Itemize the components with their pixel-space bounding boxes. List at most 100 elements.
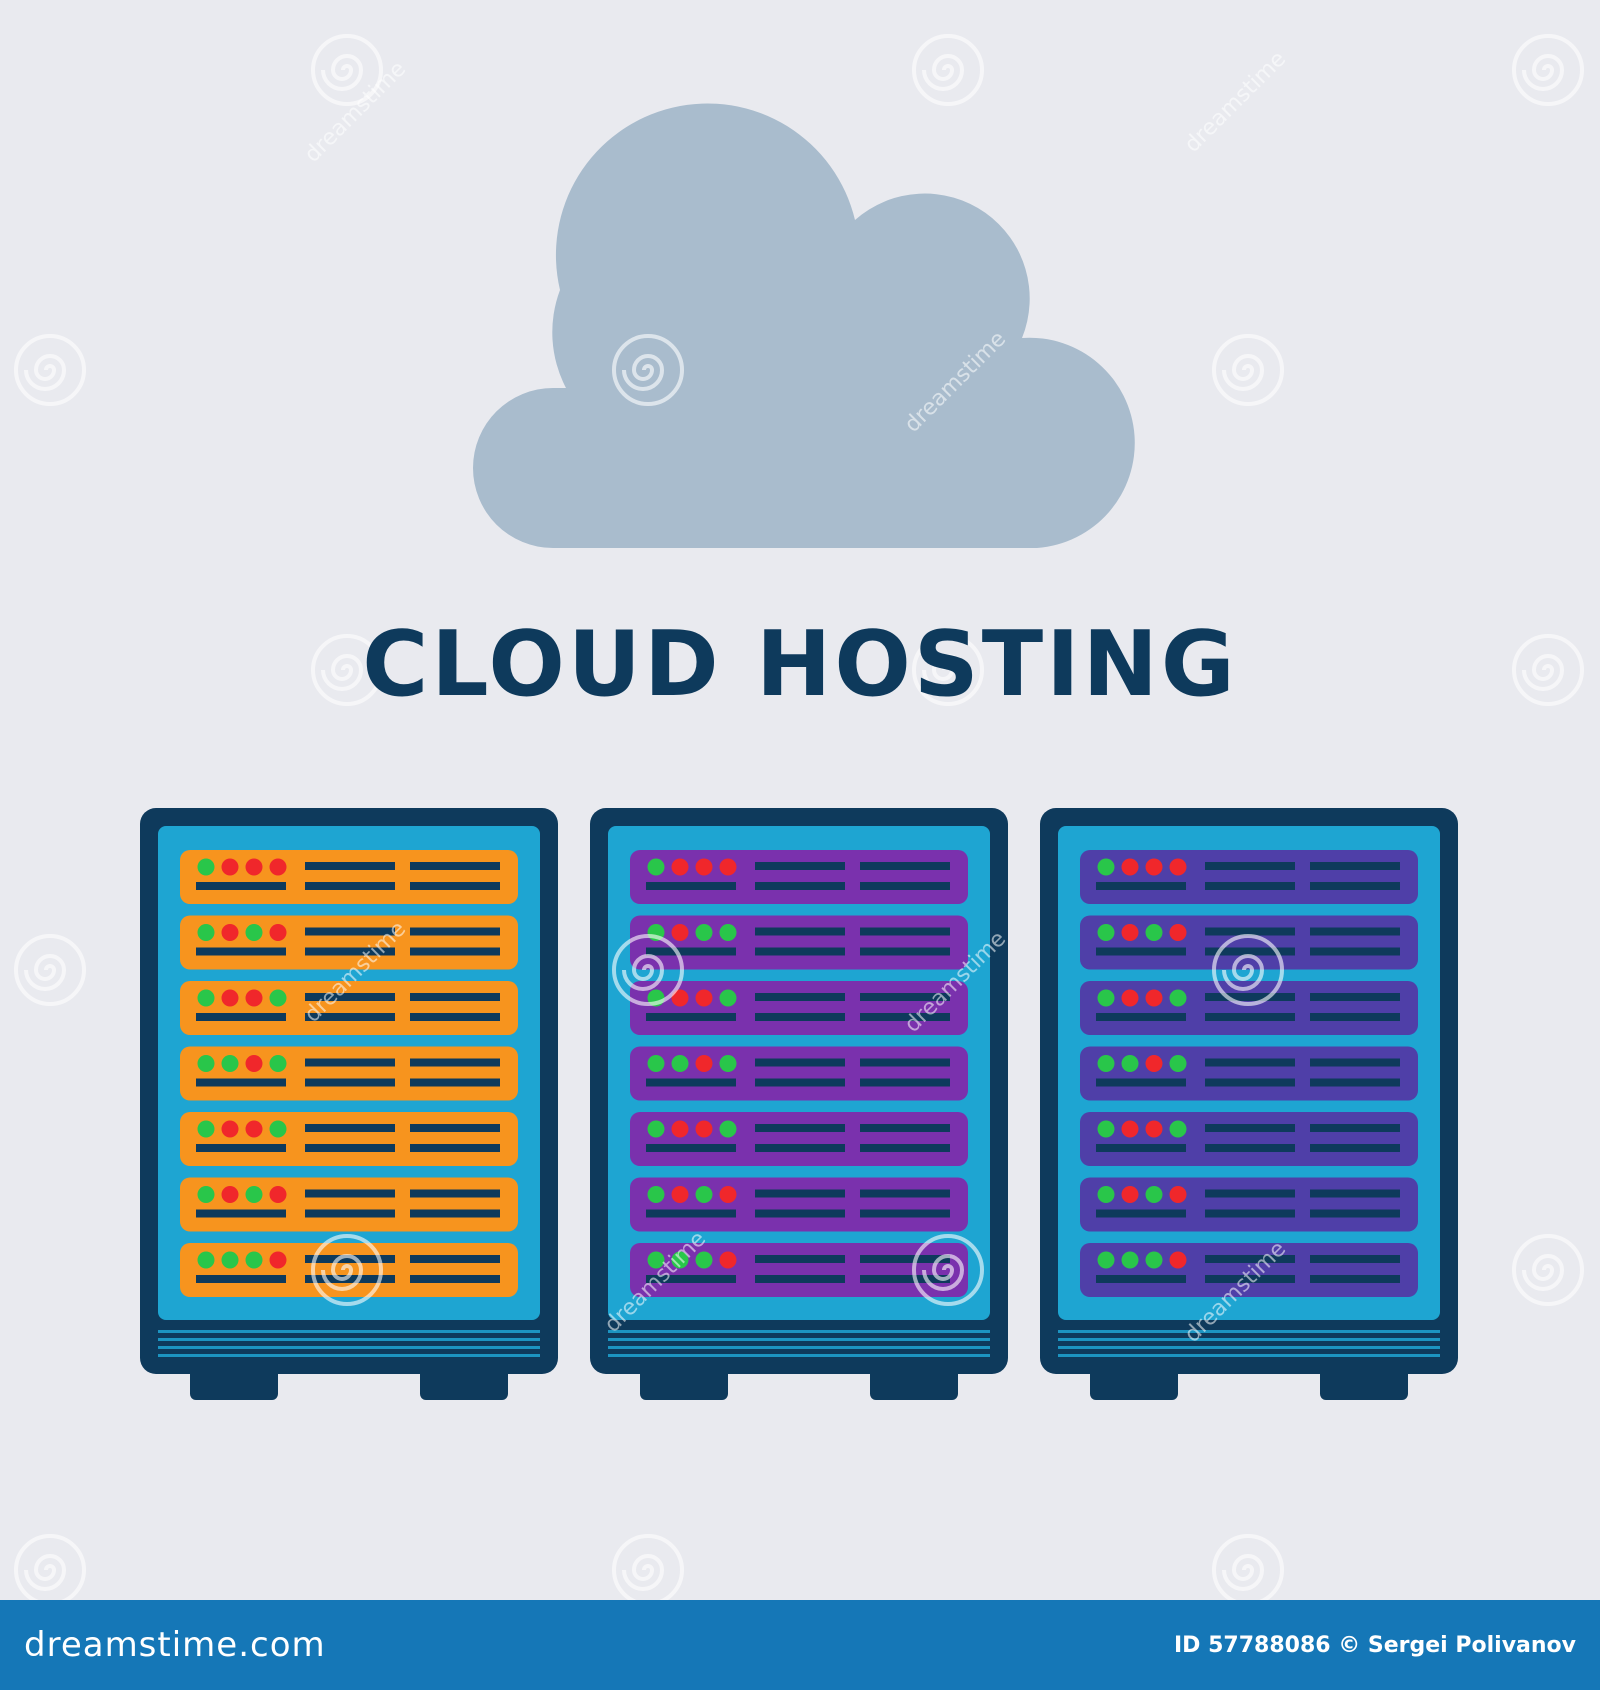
status-led (647, 1120, 665, 1138)
server-unit (180, 981, 518, 1035)
unit-slot (646, 1078, 736, 1087)
server-unit (1080, 1243, 1418, 1297)
status-led (269, 989, 287, 1007)
watermark-spiral-icon (612, 1534, 684, 1606)
unit-slot (410, 882, 500, 890)
unit-slot (1205, 1058, 1295, 1067)
status-led (1121, 1251, 1139, 1269)
unit-slot (755, 993, 845, 1001)
status-led (671, 989, 689, 1007)
watermark-spiral-ring (912, 634, 984, 706)
server-unit (630, 850, 968, 904)
watermark-spiral-ring (912, 1234, 984, 1306)
status-led (1121, 858, 1139, 876)
watermark-spiral-ring (1212, 934, 1284, 1006)
unit-slot (1205, 1013, 1295, 1021)
unit-slot (410, 1078, 500, 1087)
status-led (1097, 1120, 1115, 1138)
unit-slot (1310, 927, 1400, 936)
watermark-spiral-ring (612, 334, 684, 406)
unit-slot (410, 1144, 500, 1152)
unit-slot (305, 862, 395, 870)
status-led (1169, 1186, 1187, 1203)
status-led (1169, 1251, 1187, 1269)
server-unit (1080, 1177, 1418, 1232)
watermark-spiral-path (24, 954, 67, 991)
unit-slot (860, 1013, 950, 1021)
unit-slot (305, 1189, 395, 1198)
watermark-spiral-path (1522, 1254, 1565, 1291)
unit-slot (305, 947, 395, 956)
rack-orange (140, 808, 558, 1400)
watermark-spiral-path (922, 54, 965, 91)
watermark-spiral-ring (311, 634, 383, 706)
status-led (695, 989, 713, 1007)
server-unit (630, 1243, 968, 1297)
unit-slot (646, 882, 736, 890)
server-unit (630, 1046, 968, 1101)
status-led (719, 924, 737, 941)
unit-slot (755, 1078, 845, 1087)
status-led (1169, 858, 1187, 876)
watermark-spiral-path (321, 654, 364, 691)
unit-slot (860, 1078, 950, 1087)
unit-slot (410, 862, 500, 870)
status-led (1169, 1055, 1187, 1072)
status-led (1097, 858, 1115, 876)
unit-slot (860, 1275, 950, 1283)
footer-credit: ID 57788086 © Sergei Polivanov (1174, 1632, 1576, 1658)
unit-slot (1310, 1124, 1400, 1132)
server-unit (180, 1046, 518, 1101)
unit-slot (755, 1209, 845, 1218)
watermark-spiral-ring (14, 334, 86, 406)
unit-slot (646, 1144, 736, 1152)
status-led (647, 1055, 665, 1072)
watermark-spiral-path (622, 1554, 665, 1591)
watermark-spiral-ring (311, 1234, 383, 1306)
unit-slot (1310, 1144, 1400, 1152)
unit-slot (860, 927, 950, 936)
unit-slot (410, 1058, 500, 1067)
unit-slot (1310, 882, 1400, 890)
status-led (197, 924, 215, 941)
status-led (1145, 989, 1163, 1007)
watermark-spiral-icon (1212, 334, 1284, 406)
unit-slot (305, 1058, 395, 1067)
unit-slot (646, 947, 736, 956)
status-led (269, 1251, 287, 1269)
watermark-spiral-ring (1512, 1234, 1584, 1306)
server-unit (180, 1177, 518, 1232)
unit-slot (860, 1209, 950, 1218)
rack-vent (1058, 1330, 1440, 1333)
watermark-spiral-icon (14, 334, 86, 406)
watermark-spiral-path (622, 954, 665, 991)
unit-slot (1096, 1013, 1186, 1021)
status-led (245, 858, 263, 876)
unit-slot (305, 1013, 395, 1021)
unit-slot (1310, 1209, 1400, 1218)
watermark-spiral-path (321, 54, 364, 91)
unit-slot (1096, 947, 1186, 956)
watermark-spiral-icon (14, 934, 86, 1006)
status-led (1145, 924, 1163, 941)
status-led (221, 924, 239, 941)
status-led (269, 1120, 287, 1138)
unit-slot (860, 1124, 950, 1132)
unit-slot (305, 993, 395, 1001)
cloud-hosting-illustration (14, 34, 1584, 1606)
unit-slot (305, 1078, 395, 1087)
status-led (719, 1120, 737, 1138)
unit-slot (1096, 1275, 1186, 1283)
rack-vent (1058, 1346, 1440, 1349)
watermark-spiral-icon (912, 1234, 984, 1306)
watermark-spiral-ring (1212, 334, 1284, 406)
watermark-spiral-path (622, 354, 665, 391)
unit-slot (305, 1124, 395, 1132)
unit-slot (1310, 947, 1400, 956)
watermark-spiral-ring (612, 934, 684, 1006)
rack-vent (158, 1338, 540, 1341)
unit-slot (755, 1144, 845, 1152)
unit-slot (196, 882, 286, 890)
watermark-spiral-path (1222, 954, 1265, 991)
unit-slot (646, 1209, 736, 1218)
